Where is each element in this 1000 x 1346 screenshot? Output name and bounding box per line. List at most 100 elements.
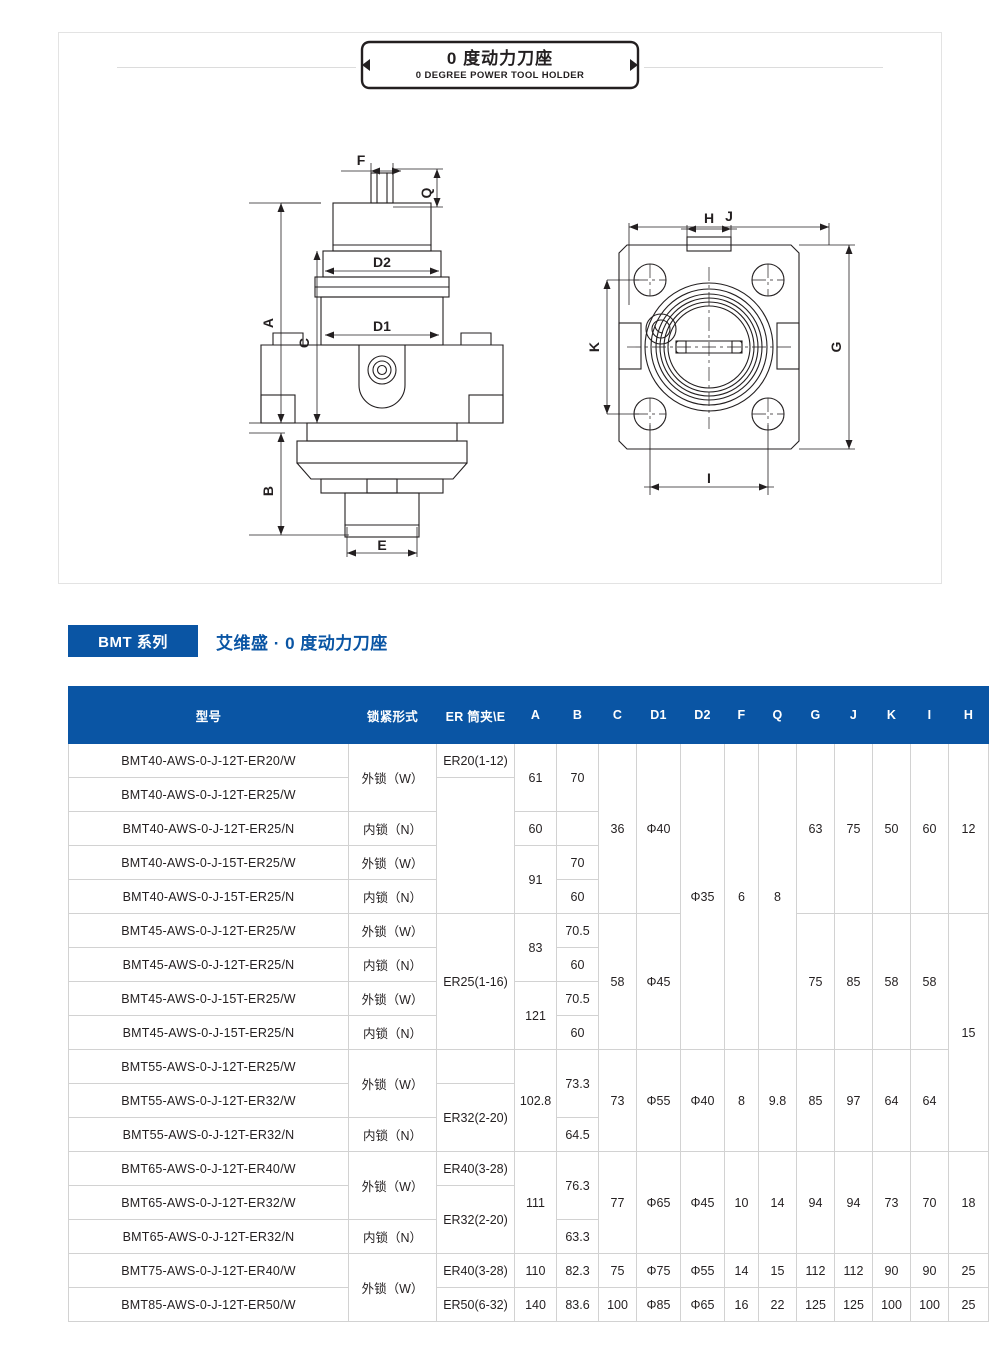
cell-d2: Φ35 xyxy=(680,743,725,1050)
cell-g: 112 xyxy=(796,1253,835,1288)
dim-label-F: F xyxy=(357,152,366,168)
cell-model: BMT55-AWS-0-J-12T-ER32/N xyxy=(68,1117,349,1152)
cell-a: 61 xyxy=(514,743,557,812)
cell-k: 73 xyxy=(872,1151,911,1254)
cell-j: 94 xyxy=(834,1151,873,1254)
cell-h: 25 xyxy=(948,1253,989,1288)
cell-d2: Φ55 xyxy=(680,1253,725,1288)
dim-label-B: B xyxy=(260,486,276,496)
title-ribbon: 0 度动力刀座 0 DEGREE POWER TOOL HOLDER xyxy=(356,39,644,91)
cell-q: 15 xyxy=(758,1253,797,1288)
cell-j: 75 xyxy=(834,743,873,914)
dim-label-G: G xyxy=(828,341,844,352)
cell-model: BMT45-AWS-0-J-15T-ER25/W xyxy=(68,981,349,1016)
ribbon-frame-icon xyxy=(360,40,640,90)
cell-b: 76.3 xyxy=(556,1151,599,1220)
cell-b: 70.5 xyxy=(556,913,599,948)
cell-i: 70 xyxy=(910,1151,949,1254)
cell-i: 100 xyxy=(910,1287,949,1322)
cell-c: 36 xyxy=(598,743,637,914)
cell-b: 60 xyxy=(556,947,599,982)
cell-er xyxy=(436,1049,515,1084)
cell-b: 70 xyxy=(556,743,599,812)
dim-label-D1: D1 xyxy=(373,318,391,334)
cell-h: 25 xyxy=(948,1287,989,1322)
table-row: BMT40-AWS-0-J-12T-ER25/W xyxy=(68,777,989,914)
dim-label-H: H xyxy=(704,210,714,226)
cell-q: 22 xyxy=(758,1287,797,1322)
col-header-lock: 锁紧形式 xyxy=(348,686,437,744)
cell-q: 9.8 xyxy=(758,1049,797,1152)
cell-j: 85 xyxy=(834,913,873,1050)
col-header-model: 型号 xyxy=(68,686,349,744)
col-header-h: H xyxy=(948,686,989,744)
cell-lock: 外锁（W） xyxy=(348,743,437,812)
cell-er: ER32(2-20) xyxy=(436,1185,515,1254)
table-header-row: 型号 锁紧形式 ER 筒夹\E A B C D1 D2 F Q G J K I … xyxy=(68,686,989,744)
cell-model: BMT40-AWS-0-J-12T-ER25/W xyxy=(68,777,349,812)
col-header-c: C xyxy=(598,686,637,744)
cell-g: 85 xyxy=(796,1049,835,1152)
cell-b: 73.3 xyxy=(556,1049,599,1118)
cell-lock: 外锁（W） xyxy=(348,1253,437,1322)
dim-label-I: I xyxy=(707,470,711,486)
cell-model: BMT40-AWS-0-J-15T-ER25/W xyxy=(68,845,349,880)
drawing-title-cn: 0 度动力刀座 xyxy=(446,48,554,68)
cell-h: 18 xyxy=(948,1151,989,1254)
col-header-d2: D2 xyxy=(680,686,725,744)
drawing-title-en: 0 DEGREE POWER TOOL HOLDER xyxy=(415,69,585,81)
dim-label-J: J xyxy=(725,208,733,224)
specification-table: 型号 锁紧形式 ER 筒夹\E A B C D1 D2 F Q G J K I … xyxy=(68,686,989,1322)
cell-model: BMT65-AWS-0-J-12T-ER32/N xyxy=(68,1219,349,1254)
cell-c: 58 xyxy=(598,913,637,1050)
cell-f: 14 xyxy=(724,1253,759,1288)
cell-er: ER50(6-32) xyxy=(436,1287,515,1322)
cell-h: 12 xyxy=(948,743,989,914)
product-line-drawing: A C B D2 D1 E F Q xyxy=(59,95,943,581)
cell-lock: 外锁（W） xyxy=(348,845,437,880)
dim-label-C: C xyxy=(296,338,312,348)
cell-er: ER40(3-28) xyxy=(436,1151,515,1186)
drawing-svg: A C B D2 D1 E F Q xyxy=(249,152,855,557)
col-header-i: I xyxy=(910,686,949,744)
cell-h: 15 xyxy=(948,913,989,1152)
dim-label-Q: Q xyxy=(418,187,434,198)
cell-model: BMT45-AWS-0-J-12T-ER25/W xyxy=(68,913,349,948)
cell-d2: Φ45 xyxy=(680,1151,725,1254)
cell-i: 90 xyxy=(910,1253,949,1288)
cell-er: ER40(3-28) xyxy=(436,1253,515,1288)
cell-q: 8 xyxy=(758,743,797,1050)
series-banner: BMT 系列 艾维盛 · 0 度动力刀座 xyxy=(68,625,940,659)
cell-b: 60 xyxy=(556,879,599,914)
cell-j: 97 xyxy=(834,1049,873,1152)
cell-f: 6 xyxy=(724,743,759,1050)
cell-lock: 内锁（N） xyxy=(348,1117,437,1152)
cell-a: 121 xyxy=(514,981,557,1050)
cell-a: 110 xyxy=(514,1253,557,1288)
cell-b: 82.3 xyxy=(556,1253,599,1288)
cell-lock: 内锁（N） xyxy=(348,947,437,982)
cell-d1: Φ75 xyxy=(636,1253,681,1288)
cell-a: 83 xyxy=(514,913,557,982)
cell-model: BMT40-AWS-0-J-12T-ER20/W xyxy=(68,743,349,778)
series-tag: BMT 系列 xyxy=(68,625,198,657)
cell-model: BMT65-AWS-0-J-12T-ER32/W xyxy=(68,1185,349,1220)
cell-i: 64 xyxy=(910,1049,949,1152)
cell-f: 10 xyxy=(724,1151,759,1254)
cell-b: 60 xyxy=(556,1015,599,1050)
cell-c: 100 xyxy=(598,1287,637,1322)
cell-f: 8 xyxy=(724,1049,759,1152)
cell-j: 125 xyxy=(834,1287,873,1322)
cell-er xyxy=(436,777,515,914)
cell-lock: 内锁（N） xyxy=(348,1219,437,1254)
cell-lock: 外锁（W） xyxy=(348,1151,437,1220)
cell-er: ER25(1-16) xyxy=(436,913,515,1050)
cell-k: 90 xyxy=(872,1253,911,1288)
